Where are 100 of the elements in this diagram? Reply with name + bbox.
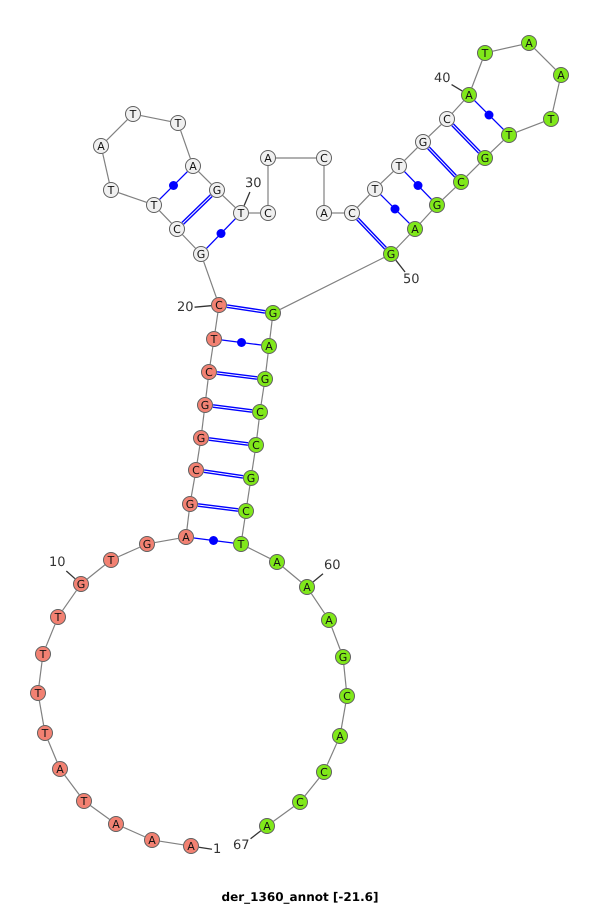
nucleotide-circle: A [321,612,337,628]
backbone-line [471,60,483,88]
backbone-line [340,704,346,728]
backbone-line [380,171,394,184]
nucleotide-circle: C [292,794,308,810]
leader-line [451,84,462,92]
nucleotide-circle: A [407,221,423,237]
backbone-line [260,386,264,404]
nucleotide-circle: T [391,158,407,174]
nucleotide-circle: A [185,158,201,174]
backbone-line [492,44,522,52]
nucleotide-circle: C [316,764,332,780]
base-pair-line [451,123,481,154]
leader-line [312,573,324,582]
base-pair-line [212,404,252,413]
backbone-line [90,805,110,820]
nucleotide-circle: C [339,688,355,704]
backbone-line [516,121,544,133]
leader-line [194,305,212,308]
nucleotide-circle: A [553,67,569,83]
nucleotide-circle: G [335,649,351,665]
nucleotide-circle: C [169,221,185,237]
nucleotide-circle: A [52,761,68,777]
nucleotide-circle: G [182,496,198,512]
backbone-line [442,187,456,200]
nucleotide-circle: G [193,246,209,262]
base-pair-line [226,304,266,314]
backbone-line [249,212,260,214]
nucleotide-circle: A [332,728,348,744]
backbone-line [222,195,236,208]
nucleotide-circle: A [183,838,199,854]
nucleotide-circle: T [233,536,249,552]
nucleotide-circle: G [383,246,399,262]
backbone-line [182,234,196,249]
nucleotide-circle: T [76,793,92,809]
backbone-line [123,826,145,838]
base-pair-line [216,371,258,380]
backbone-line [310,593,326,614]
backbone-line [534,48,556,70]
nucleotide-circle: C [238,503,254,519]
nucleotide-circle: T [50,609,66,625]
backbone-line [214,312,218,332]
backbone-line [552,82,560,112]
nucleotide-circle: C [188,462,204,478]
position-number: 40 [434,72,451,86]
backbone-line [252,452,256,470]
base-pair-line [356,217,387,250]
leader-line [66,570,76,580]
backbone-line [38,662,43,686]
nucleotide-circle: C [453,174,469,190]
position-number: 10 [49,556,66,570]
backbone-line [203,261,217,298]
backbone-line [86,564,106,580]
backbone-line [198,171,212,185]
base-pair-line [208,437,248,446]
backbone-line [205,380,209,398]
base-pair-line [380,194,410,224]
position-number: 1 [213,843,222,857]
backbone-line [280,257,384,310]
backbone-line [404,147,418,161]
backbone-line [276,157,316,159]
backbone-line [304,778,320,796]
position-number: 67 [233,839,250,853]
nucleotide-circle: C [201,364,217,380]
backbone-line [420,210,432,224]
backbone-line [62,590,77,611]
backbone-line [248,547,270,559]
nucleotide-circle: A [259,818,275,834]
backbone-line [246,486,250,504]
backbone-line [396,234,410,249]
nucleotide-circle: C [252,404,268,420]
nucleotide-circle: A [93,138,109,154]
nucleotide-circle: T [146,197,162,213]
base-pair-line [194,537,234,544]
nucleotide-circle: T [125,106,141,122]
backbone-line [196,446,200,462]
nucleotide-circle: C [439,111,455,127]
backbone-line [428,124,442,137]
position-number: 60 [324,559,341,573]
backbone-line [273,806,294,822]
base-pair-line [198,503,238,512]
nucleotide-circle: A [144,832,160,848]
base-pair-line [206,218,236,249]
nucleotide-circle: A [108,816,124,832]
backbone-line [332,212,344,214]
leader-line [395,260,406,272]
leader-line [250,830,262,840]
position-number: 20 [177,301,194,315]
backbone-line [186,512,190,530]
backbone-line [326,743,338,765]
nucleotide-circle: T [501,127,517,143]
position-number: 30 [245,177,262,191]
backbone-line [38,700,44,726]
nucleotide-circle: A [261,338,277,354]
nucleotide-circle: C [260,205,276,221]
nucleotide-circle: T [103,552,119,568]
nucleotide-circle: A [269,554,285,570]
nucleotide-circle: A [461,87,477,103]
backbone-line [490,140,504,153]
backbone-line [180,130,191,159]
